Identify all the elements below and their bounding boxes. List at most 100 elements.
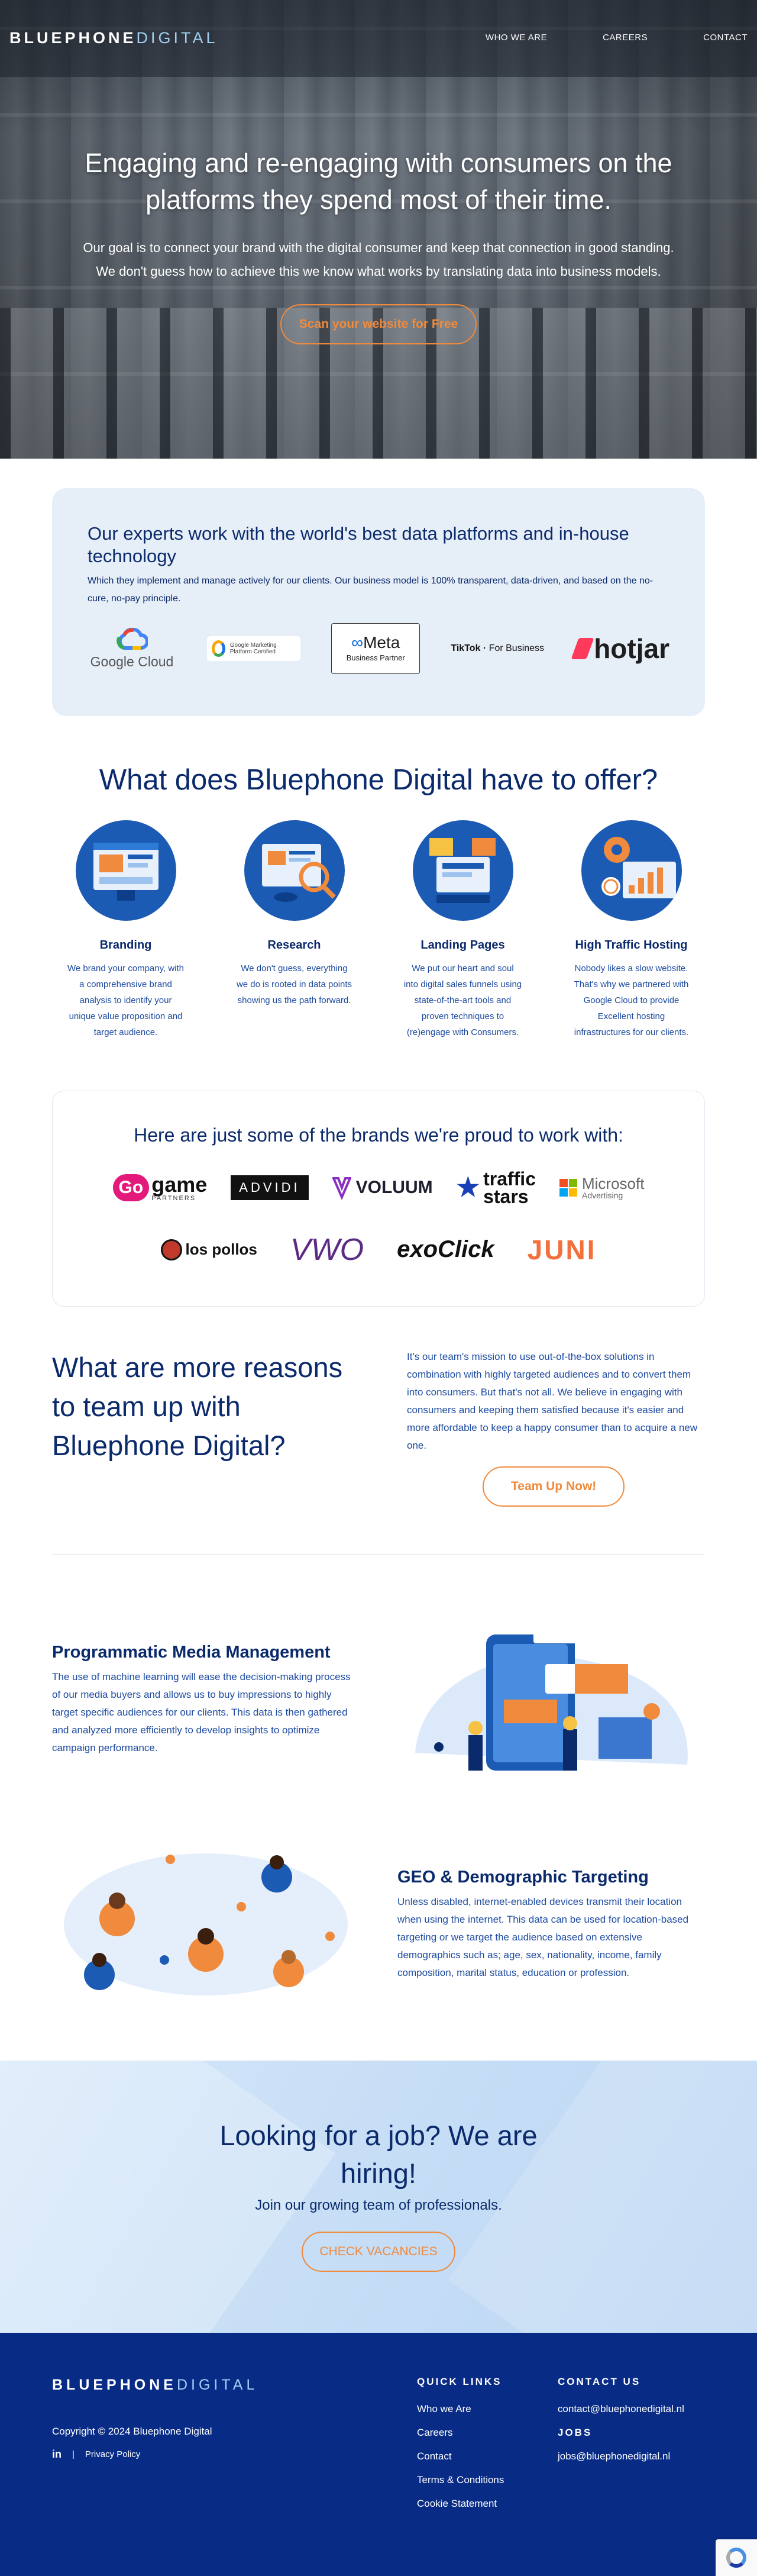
feature-geo-body: Unless disabled, internet-enabled device… [397,1895,689,1978]
offer-item-research: Research We don't guess, everything we d… [210,820,378,1040]
juni-text: JUNI [527,1234,597,1265]
jobs-email-link[interactable]: jobs@bluephonedigital.nl [558,2451,671,2462]
footer-social: in | Privacy Policy [52,2448,140,2461]
footer-logo-bold: BLUEPHONE [52,2377,177,2393]
offer-item-branding: Branding We brand your company, with a c… [41,820,210,1040]
partners-panel: Our experts work with the world's best d… [52,488,705,716]
lospollos-logo: los pollos [160,1239,257,1260]
partners-text: Which they implement and manage actively… [88,576,654,604]
footer-logo[interactable]: BLUEPHONEDIGITAL [52,2377,258,2394]
juni-logo: JUNI [528,1234,597,1266]
footer-link-who-we-are[interactable]: Who we Are [417,2403,471,2414]
jobs-title: JOBS [558,2427,593,2438]
feature-geo-text: GEO & Demographic Targeting Unless disab… [397,1868,705,1982]
research-illustration-icon [244,820,345,921]
offer-title: What does Bluephone Digital have to offe… [99,764,658,796]
offer-grid: Branding We brand your company, with a c… [41,820,716,1040]
tiktok-business-logo: TikTok · For Business [451,643,545,653]
gogame-game-text: game [151,1172,208,1197]
gmp-text: Google Marketing Platform Certified [229,642,277,655]
google-cloud-icon [117,627,148,650]
brands-panel: Here are just some of the brands we're p… [52,1091,705,1307]
feature-programmatic-title: Programmatic Media Management [52,1642,331,1662]
check-vacancies-button[interactable]: CHECK VACANCIES [302,2232,455,2272]
google-marketing-platform-badge: Google Marketing Platform Certified [207,636,301,661]
lospollos-icon [160,1239,182,1260]
contact-email-link[interactable]: contact@bluephonedigital.nl [558,2403,684,2414]
gogame-go-text: Go [112,1174,150,1202]
partners-title: Our experts work with the world's best d… [88,523,629,566]
hotjar-flame-icon [571,638,594,659]
quick-links-title: QUICK LINKS [417,2376,502,2387]
offer-hosting-title: High Traffic Hosting [575,939,688,952]
nav-link-who-we-are[interactable]: WHO WE ARE [485,33,548,43]
offer-landing-pages-title: Landing Pages [420,939,505,952]
footer-link-terms[interactable]: Terms & Conditions [417,2474,504,2485]
reasons-section: What are more reasons to team up with Bl… [52,1348,705,1555]
hiring-section: Looking for a job? We are hiring! Join o… [0,2061,757,2333]
offer-item-landing-pages: Landing Pages We put our heart and soul … [378,820,547,1040]
tiktok-text: TikTok [451,643,481,653]
reasons-text: It's our team's mission to use out-of-th… [407,1351,698,1451]
footer-separator: | [72,2449,75,2459]
feature-geo: GEO & Demographic Targeting Unless disab… [52,1836,705,2013]
hosting-illustration-icon [581,820,682,921]
voluum-icon [332,1177,351,1201]
top-nav: BLUEPHONEDIGITAL WHO WE ARE CAREERS CONT… [0,0,757,77]
hero-section: BLUEPHONEDIGITAL WHO WE ARE CAREERS CONT… [0,0,757,459]
traffic-stars-logo: ★ traffic stars [457,1168,536,1208]
recaptcha-icon [726,2548,746,2568]
feature-programmatic: Programmatic Media Management The use of… [52,1611,705,1788]
brands-row-1: Go game PARTNERS ADVIDI VOLUUM ★ traffic… [53,1168,704,1208]
linkedin-icon[interactable]: in [52,2448,62,2460]
exoclick-text: exoClick [397,1236,494,1263]
offer-branding-text: We brand your company, with a comprehens… [67,963,185,1037]
footer-link-cookies[interactable]: Cookie Statement [417,2498,497,2509]
meta-sub-text: Business Partner [346,653,405,662]
vwo-text: VWO [290,1232,364,1267]
hero-text: Our goal is to connect your brand with t… [83,240,674,279]
quick-links-column: QUICK LINKS Who we Are Careers Contact T… [417,2376,504,2510]
gogame-logo: Go game PARTNERS [112,1172,208,1202]
meta-infinity-icon: ∞ [351,633,364,652]
contact-title: CONTACT US [558,2376,641,2387]
contact-column: CONTACT US contact@bluephonedigital.nl J… [558,2376,684,2462]
offer-section: What does Bluephone Digital have to offe… [0,763,757,1040]
nav-link-careers[interactable]: CAREERS [603,33,648,43]
hiring-title: Looking for a job? We are hiring! [219,2120,538,2189]
nav-links: WHO WE ARE CAREERS CONTACT [430,33,748,43]
offer-landing-pages-text: We put our heart and soul into digital s… [403,963,522,1037]
hero-content: Engaging and re-engaging with consumers … [0,145,757,344]
gmp-icon [212,640,225,657]
privacy-policy-link[interactable]: Privacy Policy [85,2449,141,2459]
recaptcha-badge[interactable] [716,2539,757,2576]
brands-row-2: los pollos VWO exoClick JUNI [53,1232,704,1268]
traffic-text: traffic [483,1168,536,1189]
hero-title: Engaging and re-engaging with consumers … [85,148,672,215]
nav-link-contact[interactable]: CONTACT [703,33,748,43]
site-footer: BLUEPHONEDIGITAL Copyright © 2024 Blueph… [0,2333,757,2576]
feature-geo-title: GEO & Demographic Targeting [397,1867,649,1887]
google-cloud-logo: Google Cloud [88,627,176,670]
feature-programmatic-text: Programmatic Media Management The use of… [52,1643,360,1757]
site-logo[interactable]: BLUEPHONEDIGITAL [9,29,218,47]
footer-link-contact[interactable]: Contact [417,2451,452,2462]
scan-website-button[interactable]: Scan your website for Free [280,304,477,344]
offer-hosting-text: Nobody likes a slow website. That's why … [574,963,689,1037]
advidi-logo: ADVIDI [231,1175,309,1201]
gogame-sub-text: PARTNERS [151,1194,196,1202]
programmatic-illustration [397,1611,705,1788]
footer-link-careers[interactable]: Careers [417,2427,453,2438]
team-up-button[interactable]: Team Up Now! [483,1466,625,1507]
hiring-text: Join our growing team of professionals. [255,2197,502,2213]
microsoft-icon [559,1179,577,1197]
brands-title: Here are just some of the brands we're p… [134,1124,623,1146]
offer-item-hosting: High Traffic Hosting Nobody likes a slow… [547,820,716,1040]
programmatic-media-icon [415,1620,688,1771]
partner-logos: Google Cloud Google Marketing Platform C… [88,623,669,674]
landing-pages-illustration-icon [412,820,513,921]
voluum-text: VOLUUM [355,1178,433,1198]
copyright: Copyright © 2024 Bluephone Digital [52,2426,212,2437]
offer-research-title: Research [267,939,321,952]
stars-text: stars [483,1186,529,1208]
